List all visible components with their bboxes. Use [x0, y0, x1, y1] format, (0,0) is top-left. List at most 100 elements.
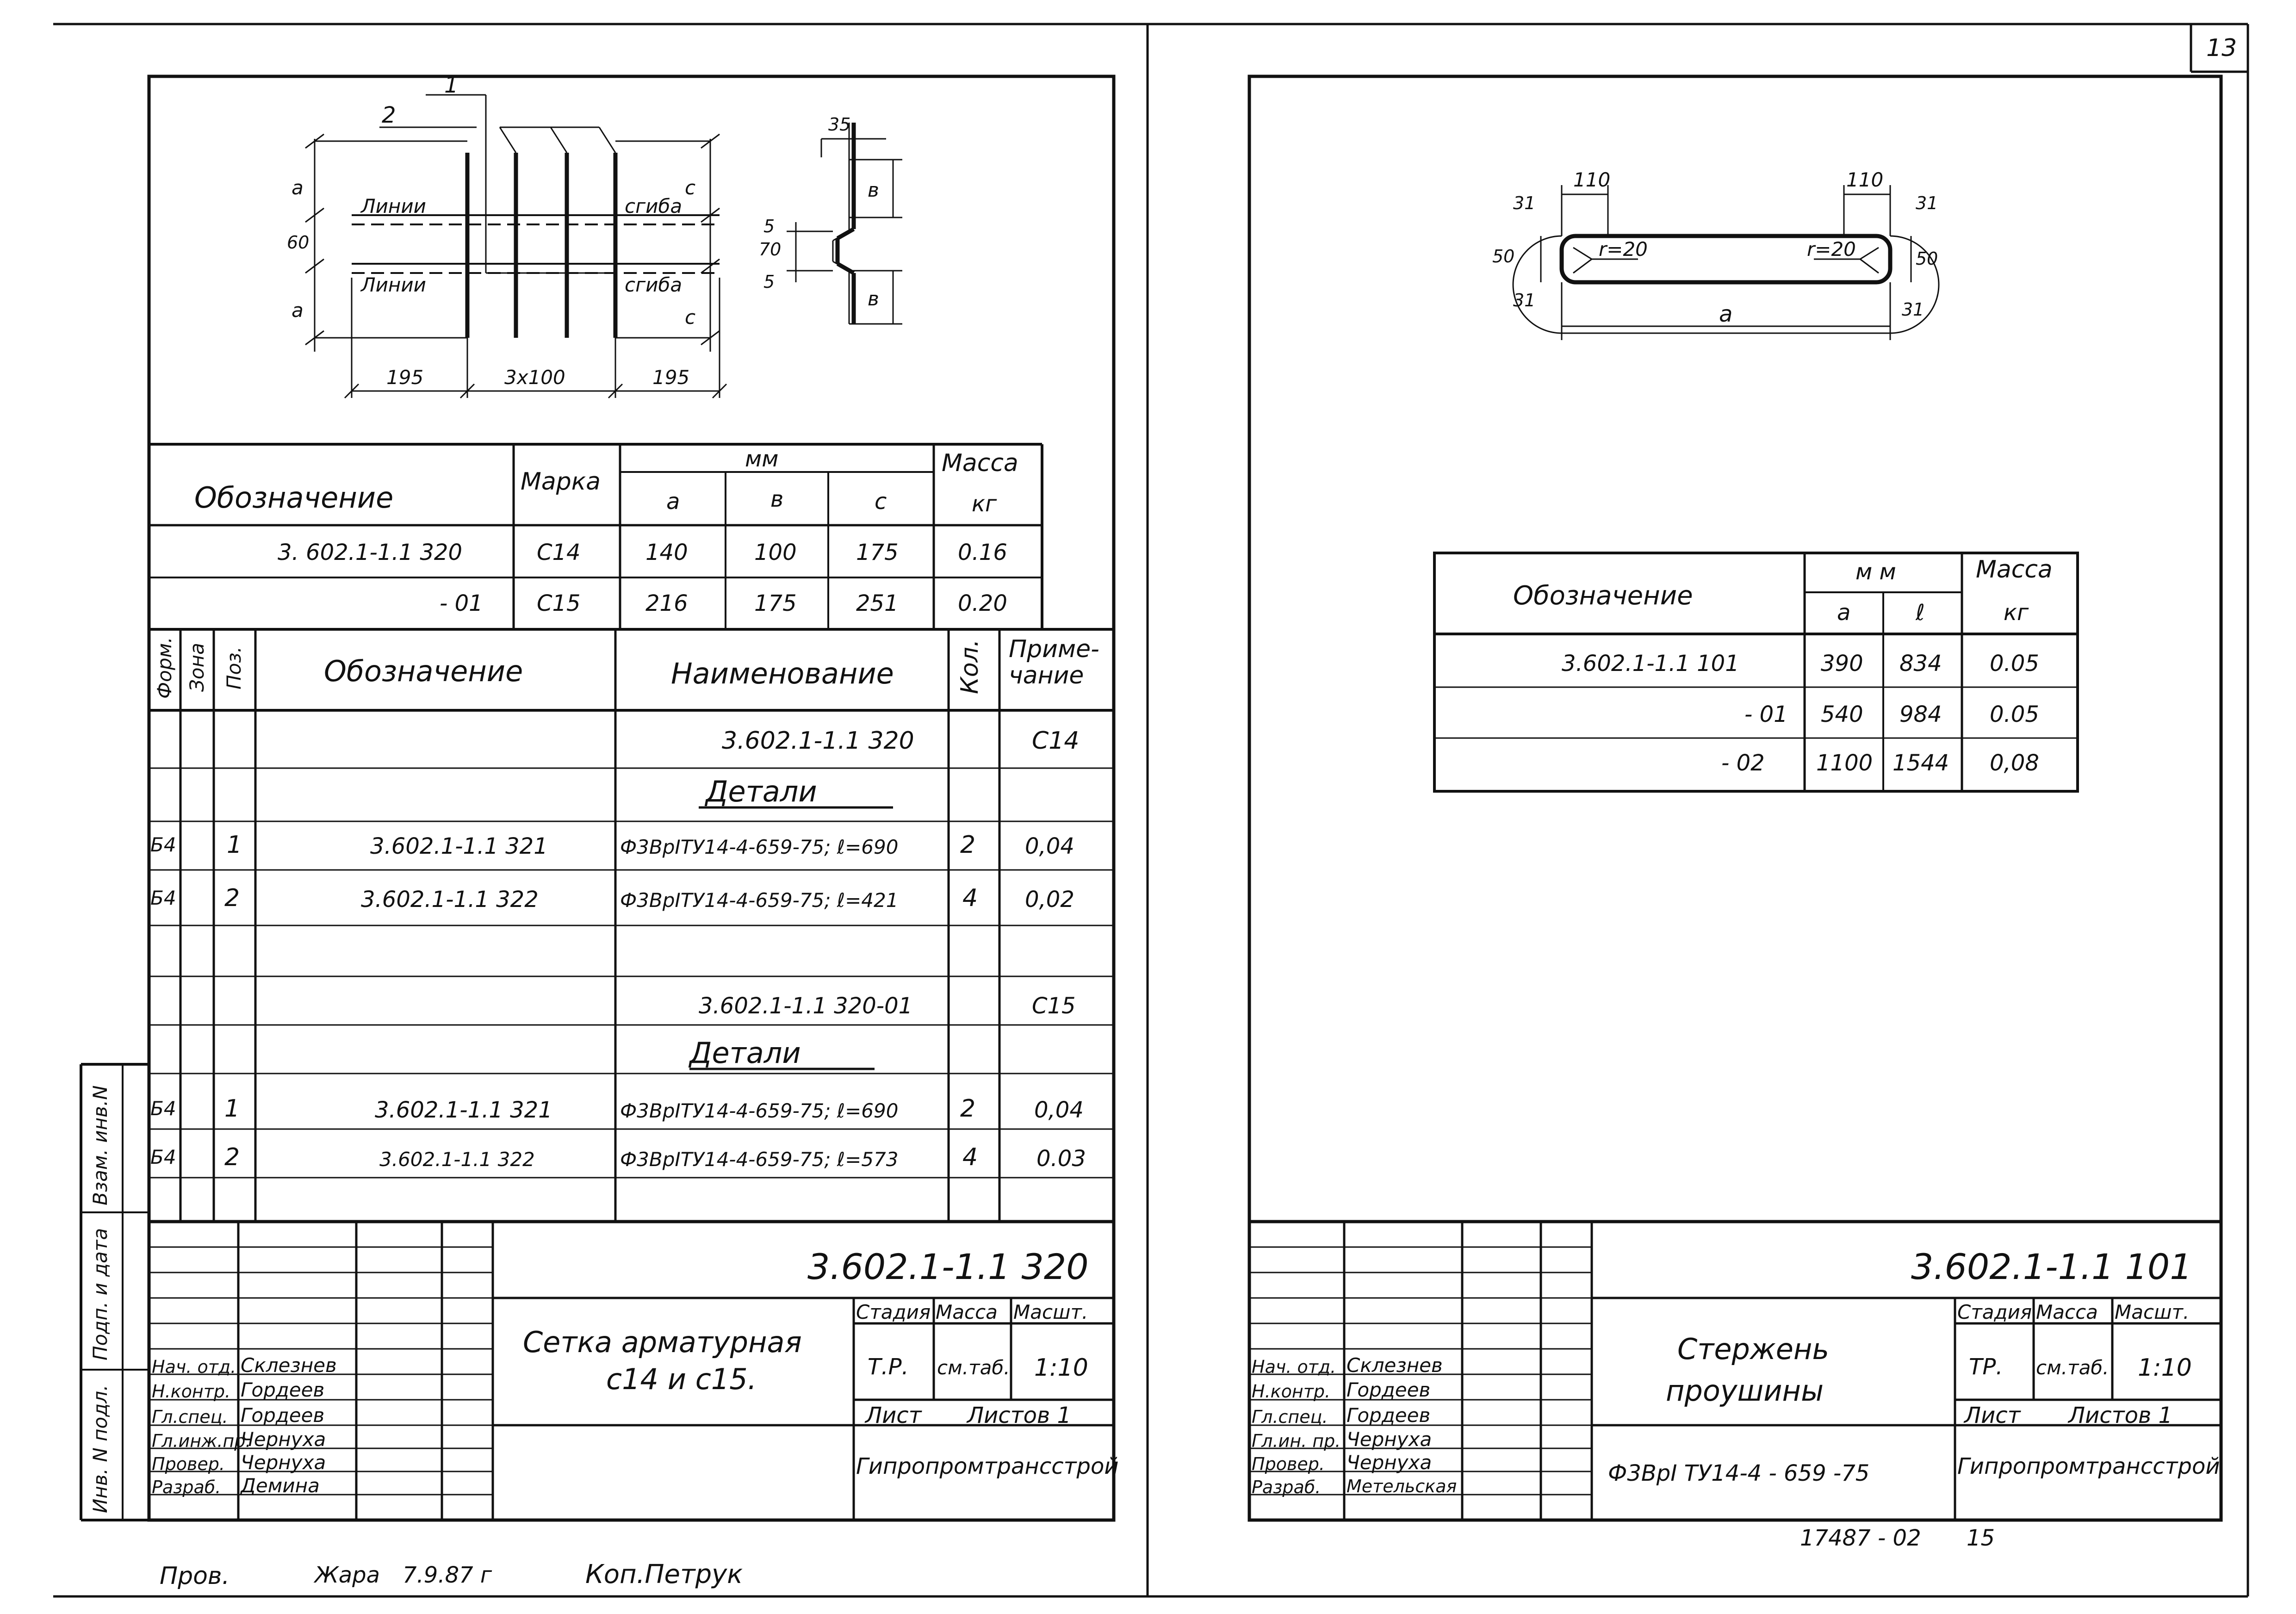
rtable-row2-a: 540: [1821, 701, 1863, 727]
page-number: 13: [2206, 34, 2237, 62]
marks-header-a: a: [666, 489, 680, 515]
right-material: Ф3ВрІ ТУ14-4 - 659 -75: [1608, 1460, 1870, 1486]
marks-header-designation: Обозначение: [194, 481, 394, 515]
position-2-label: 2: [382, 102, 396, 128]
spec-row9-qty: 4: [962, 1143, 978, 1171]
dim-a: a: [1719, 301, 1733, 327]
left-mass-value: см.таб.: [937, 1356, 1010, 1379]
left-signer-name-1: Склезнев: [241, 1354, 337, 1377]
footer-checked: Пров.: [160, 1562, 230, 1590]
footer-date: 7.9.87 г: [403, 1562, 492, 1588]
position-1-label: 1: [444, 72, 459, 98]
right-signer-name-1: Склезнев: [1347, 1354, 1443, 1377]
dim-c-top: c: [685, 176, 696, 199]
rtable-row3-l: 1544: [1893, 750, 1949, 776]
right-stage-value: ТР.: [1969, 1354, 2003, 1380]
rtable-header-mm: м м: [1855, 559, 1896, 585]
left-org: Гипропромтрансстрой: [856, 1453, 1119, 1479]
marks-header-mark: Марка: [521, 468, 601, 496]
dim-110-left: 110: [1573, 168, 1611, 191]
left-signer-role-2: Н.контр.: [152, 1381, 231, 1402]
marks-header-kg: кг: [972, 491, 997, 517]
rtable-row1-mass: 0.05: [1990, 651, 2039, 677]
spec-row4-note: 0,02: [1025, 887, 1074, 913]
rtable-row1-l: 834: [1899, 651, 1942, 677]
rtable-row2-designation: - 01: [1744, 701, 1788, 727]
marks-row2-mass: 0.20: [958, 590, 1007, 616]
left-signer-name-3: Гордеев: [241, 1404, 325, 1427]
right-mass-label: Масса: [2036, 1301, 2098, 1323]
rtable-row2-mass: 0.05: [1990, 701, 2039, 727]
rtable-header-designation: Обозначение: [1513, 581, 1693, 611]
spec-row4-name: Ф3ВрІТУ14-4-659-75; ℓ=421: [620, 889, 899, 912]
rtable-header-l: ℓ: [1916, 600, 1925, 626]
spec-row6-name: 3.602.1-1.1 320-01: [699, 993, 913, 1019]
right-doc-code: 3.602.1-1.1 101: [1911, 1246, 2192, 1287]
footer-sign: Жара: [315, 1562, 380, 1588]
spec-row1-name: 3.602.1-1.1 320: [722, 727, 914, 755]
dim-31-bottom-left: 31: [1513, 290, 1536, 310]
right-org: Гипропромтрансстрой: [1957, 1453, 2220, 1479]
left-signer-role-6: Разраб.: [152, 1477, 221, 1497]
right-signer-role-1: Нач. отд.: [1252, 1357, 1336, 1377]
dim-width-mid: 3x100: [504, 366, 565, 389]
marks-row2-designation: - 01: [440, 590, 483, 616]
right-signer-name-2: Гордеев: [1347, 1378, 1431, 1401]
radius-right: r=20: [1807, 238, 1856, 261]
marks-row2-a: 216: [645, 590, 688, 616]
spec-row8-format: Б4: [150, 1097, 176, 1120]
section-dim-5b: 5: [763, 272, 775, 292]
left-title-line1: Сетка арматурная: [523, 1325, 802, 1359]
right-mass-value: см.таб.: [2036, 1356, 2109, 1379]
rtable-row3-a: 1100: [1816, 750, 1873, 776]
dim-50-left: 50: [1492, 246, 1515, 267]
left-signer-name-2: Гордеев: [241, 1378, 325, 1401]
marks-header-mass: Масса: [942, 449, 1018, 477]
section-dim-top: 35: [828, 114, 851, 135]
marks-row2-b: 175: [754, 590, 797, 616]
left-signer-name-4: Чернуха: [241, 1428, 326, 1451]
bend-label-top: сгиба: [625, 195, 683, 217]
right-signer-role-5: Провер.: [1252, 1454, 1325, 1474]
rtable-header-kg: кг: [2004, 600, 2029, 626]
dim-a-top: a: [292, 176, 304, 199]
footer-order-number: 17487 - 02: [1800, 1525, 1921, 1551]
spec-header-pos: Поз.: [223, 646, 245, 689]
footer-copied: Коп.Петрук: [585, 1559, 743, 1589]
spec-header-name: Наименование: [671, 657, 894, 690]
spec-row8-name: Ф3ВрІТУ14-4-659-75; ℓ=690: [620, 1099, 899, 1122]
spec-row9-name: Ф3ВрІТУ14-4-659-75; ℓ=573: [620, 1148, 899, 1171]
dim-31-bottom-right: 31: [1902, 299, 1924, 320]
right-signer-role-4: Гл.ин. пр.: [1252, 1431, 1341, 1451]
spec-row9-pos: 2: [224, 1143, 240, 1171]
bend-line-label-top: Линии: [361, 195, 426, 217]
rtable-row3-mass: 0,08: [1990, 750, 2039, 776]
left-title-line2: с14 и с15.: [606, 1362, 757, 1396]
right-signer-name-5: Чернуха: [1347, 1451, 1432, 1474]
side-stamp-inv-orig: Инв. N подл.: [89, 1384, 112, 1514]
dim-31-top-left: 31: [1513, 193, 1536, 213]
dim-width-right: 195: [652, 366, 690, 389]
spec-header-format: Форм.: [153, 637, 176, 699]
spec-row3-pos: 1: [227, 831, 242, 859]
marks-row2-c: 251: [856, 590, 899, 616]
footer-page-ref: 15: [1967, 1525, 1995, 1551]
spec-row3-format: Б4: [150, 833, 176, 856]
right-scale-value: 1:10: [2138, 1354, 2192, 1382]
spec-header-qty: Кол.: [956, 639, 984, 695]
spec-header-note: Приме-чание: [1009, 635, 1099, 690]
dim-a-bottom: a: [292, 299, 304, 322]
rtable-header-a: a: [1837, 600, 1851, 626]
spec-row2-name: Детали: [706, 775, 817, 808]
left-signer-name-5: Чернуха: [241, 1451, 326, 1474]
right-title-line1: Стержень: [1677, 1332, 1829, 1366]
bend-line-label-bottom: Линии: [361, 273, 426, 296]
marks-row1-mark: С14: [537, 540, 581, 565]
marks-row1-c: 175: [856, 540, 899, 565]
marks-header-b: в: [770, 486, 784, 512]
dim-50-right: 50: [1916, 248, 1938, 269]
spec-row1-note: С14: [1032, 727, 1080, 755]
spec-header-zone: Зона: [186, 643, 208, 692]
right-signer-name-4: Чернуха: [1347, 1428, 1432, 1451]
marks-header-c: c: [875, 489, 887, 515]
